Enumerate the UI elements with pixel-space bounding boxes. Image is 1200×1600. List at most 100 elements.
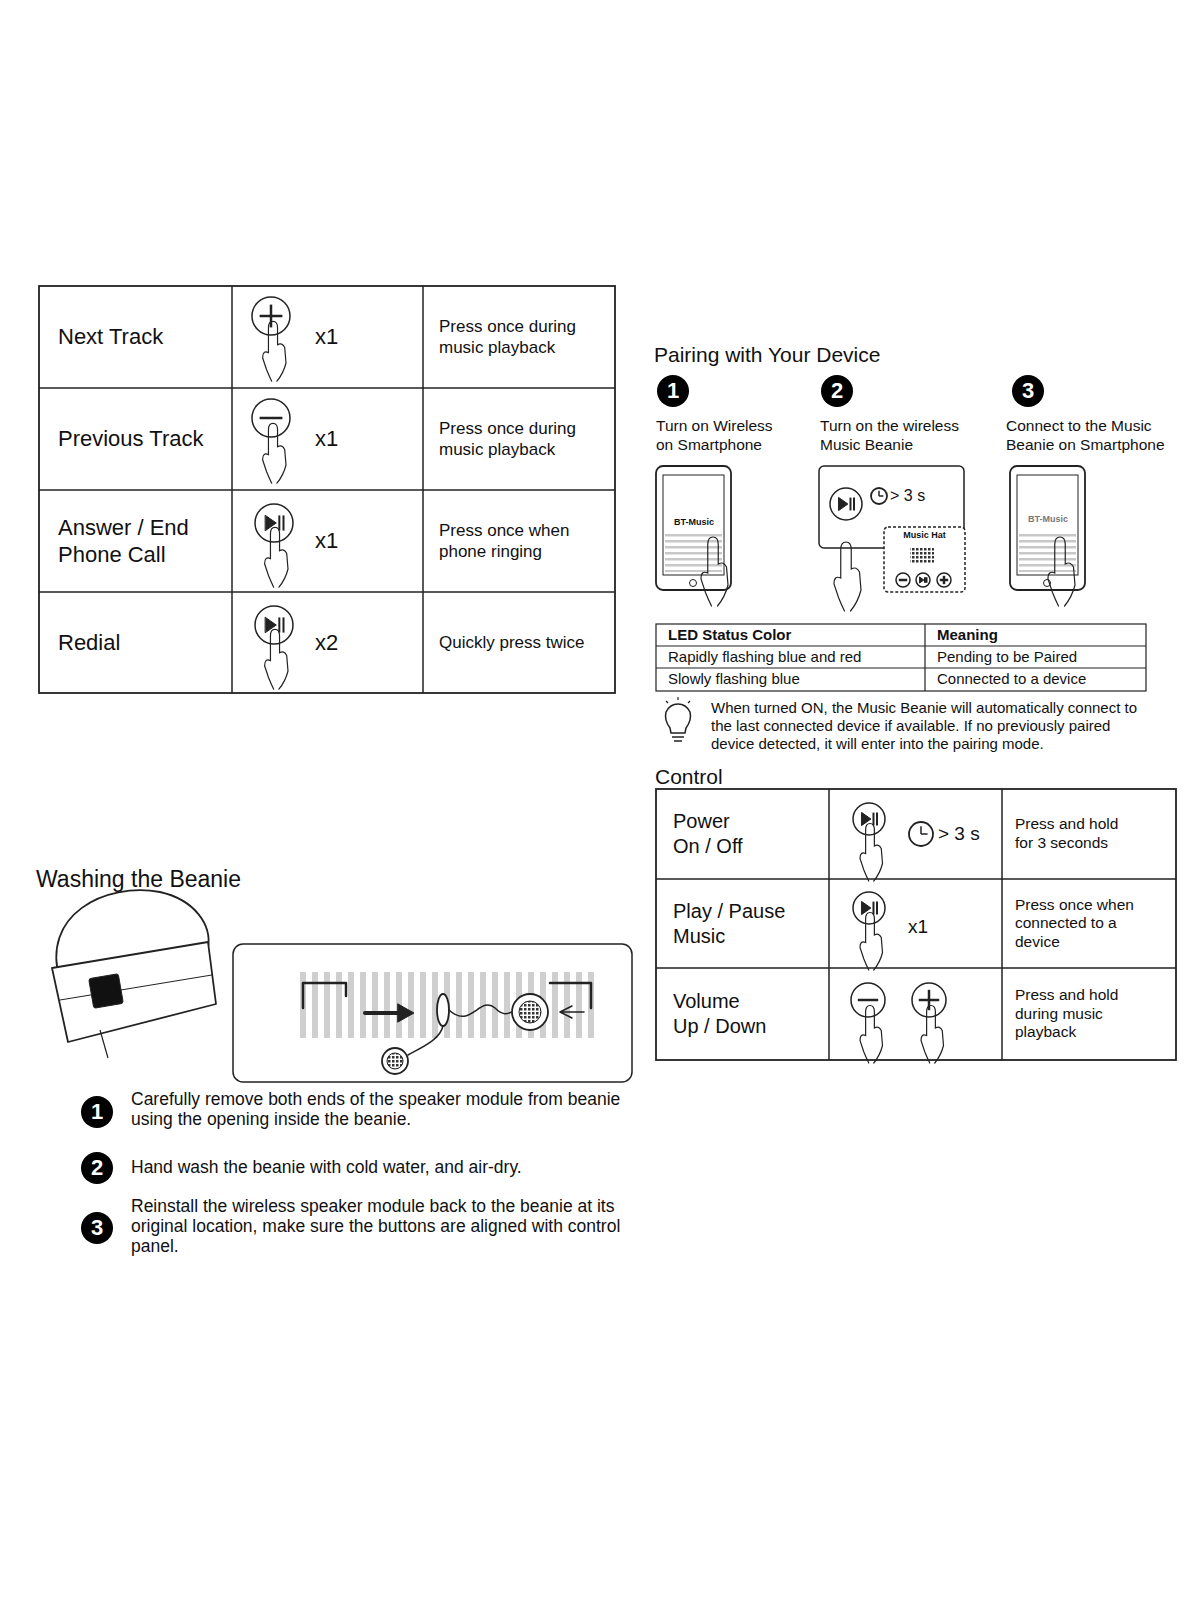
screen-text: BT-Music: [1018, 514, 1078, 525]
press-count: x1: [315, 490, 355, 592]
fabric-stripes: [295, 972, 595, 1038]
plus-symbol: [270, 305, 273, 328]
pause-bar: [876, 813, 878, 826]
phone-screen: [663, 475, 724, 575]
hand-outline: [860, 824, 883, 882]
washing-step: Hand wash the beanie with cold water, an…: [131, 1157, 631, 1177]
plus-button: [912, 983, 946, 1017]
pointing-hand: [860, 1006, 883, 1064]
section-heading: Pairing with Your Device: [654, 342, 1054, 367]
table-rule: [39, 489, 615, 491]
hand-outline: [701, 537, 728, 606]
minus-button: [851, 983, 885, 1017]
pause-bar: [876, 902, 878, 915]
table-rule: [656, 645, 1146, 646]
clock-hand: [921, 833, 928, 835]
minus-button: [896, 573, 910, 587]
section-heading: Control: [655, 764, 855, 789]
clock-symbol: [871, 488, 887, 504]
pointing-hand: [263, 423, 286, 483]
button-function: Redial: [58, 592, 228, 694]
pointing-hand: [263, 321, 286, 381]
table-rule: [39, 591, 615, 593]
clock-hand: [879, 495, 883, 497]
step-number: 1: [81, 1096, 113, 1128]
minus-button: [252, 399, 290, 437]
screen-rows: [1019, 534, 1076, 572]
leader-line: [100, 1030, 108, 1058]
hand-outline: [265, 629, 288, 689]
duration-label: > 3 s: [890, 486, 940, 505]
step-text: Turn on Wireless on Smartphone: [656, 417, 791, 454]
step-number: 1: [657, 375, 689, 407]
table-rule: [656, 667, 1146, 668]
play-symbol: [920, 577, 924, 583]
pause-bar: [853, 498, 855, 511]
pause-bar: [926, 577, 928, 583]
pointing-hand: [265, 629, 288, 689]
minus-symbol: [260, 417, 283, 420]
control-function: Play / Pause Music: [673, 879, 798, 968]
pointing-hand: [834, 542, 861, 611]
speaker-wire: [449, 1005, 512, 1016]
play-pause-button: [916, 573, 930, 587]
speaker-cone: [519, 1001, 541, 1023]
speaker-grille: [910, 548, 934, 564]
bulb-icon: [666, 704, 691, 733]
washing-step: Reinstall the wireless speaker module ba…: [131, 1196, 631, 1256]
pause-bar: [872, 902, 874, 915]
bulb-ray: [666, 701, 668, 703]
hand-outline: [921, 1006, 944, 1064]
bulb-base: [674, 740, 682, 742]
speaker-disc: [382, 1048, 408, 1074]
press-count: x2: [315, 592, 355, 694]
opening-bracket: [303, 983, 346, 1008]
plus-button: [252, 297, 290, 335]
smartphone: [656, 466, 731, 590]
step-number: 3: [81, 1212, 113, 1244]
hand-outline: [860, 913, 883, 971]
speaker-wire: [408, 1026, 443, 1055]
pointing-hand: [1048, 537, 1075, 606]
speaker-cone: [387, 1053, 403, 1069]
led-status: Rapidly flashing blue and red: [668, 646, 918, 668]
control-description: Press and hold during music playback: [1015, 968, 1137, 1060]
press-count: x1: [315, 388, 355, 490]
play-pause-button: [255, 504, 293, 542]
led-meaning: Connected to a device: [937, 668, 1137, 690]
hand-outline: [860, 1006, 883, 1064]
table-rule: [828, 789, 830, 1060]
screen-rows: [665, 534, 722, 572]
tip-note: When turned ON, the Music Beanie will au…: [711, 699, 1156, 753]
pause-bar: [924, 577, 926, 583]
table-header: Meaning: [937, 624, 1137, 646]
table-border: [39, 286, 615, 693]
play-symbol: [265, 617, 276, 632]
control-patch: [89, 974, 124, 1009]
bulb-ray: [688, 701, 690, 703]
step-number: 2: [821, 375, 853, 407]
control-function: Power On / Off: [673, 789, 751, 879]
hand-outline: [265, 527, 288, 587]
pointing-hand: [701, 537, 728, 606]
speaker-capsule: [437, 994, 449, 1026]
control-description: Press and hold for 3 seconds: [1015, 789, 1137, 879]
button-function: Answer / End Phone Call: [58, 490, 223, 592]
clock-symbol: [909, 822, 933, 846]
module-label: Music Hat: [886, 530, 963, 541]
plus-button: [937, 573, 951, 587]
step-number: 3: [1012, 375, 1044, 407]
table-rule: [656, 967, 1176, 969]
button-function: Next Track: [58, 286, 228, 388]
washing-step: Carefully remove both ends of the speake…: [131, 1089, 631, 1129]
table-rule: [656, 878, 1176, 880]
pause-bar: [849, 498, 851, 511]
hand-outline: [263, 423, 286, 483]
button-function: Previous Track: [58, 388, 228, 490]
bulb-base: [672, 736, 684, 738]
opening-bracket: [550, 983, 591, 1008]
pause-bar: [283, 617, 285, 632]
pointing-hand: [860, 913, 883, 971]
